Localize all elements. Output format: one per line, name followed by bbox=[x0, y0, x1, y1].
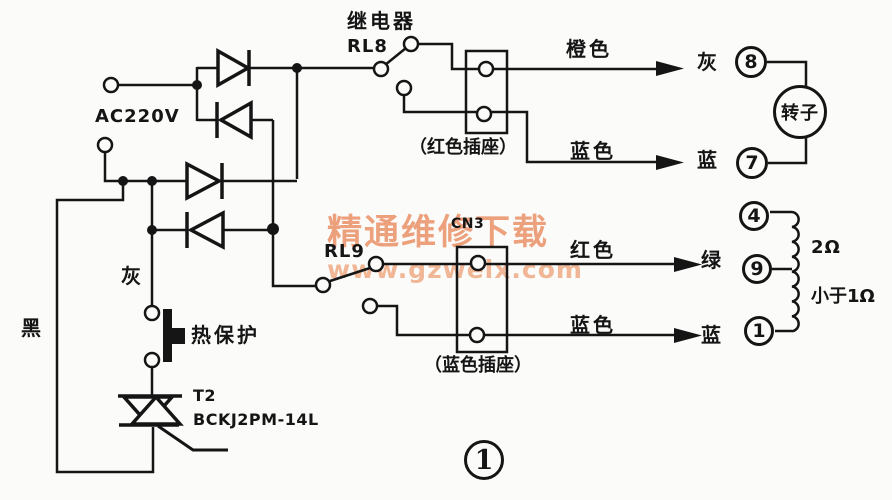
pin-8: 8 bbox=[735, 46, 767, 78]
triac-triangle-up bbox=[128, 394, 184, 426]
blue-terminal-bottom-label: 蓝 bbox=[701, 323, 724, 347]
black-wire-label: 黑 bbox=[21, 316, 44, 340]
rl8-upper-contact bbox=[402, 35, 420, 53]
pin-4: 4 bbox=[739, 201, 769, 231]
pin-7-number: 7 bbox=[745, 152, 759, 174]
socket-outlines bbox=[455, 49, 509, 354]
rotor-label: 转子 bbox=[781, 103, 819, 124]
thermal-terminal-bottom bbox=[143, 351, 161, 369]
wire-arrows bbox=[656, 61, 702, 343]
cn3-label: CN3 bbox=[451, 216, 485, 232]
triac-designator-label: T2 bbox=[193, 386, 217, 405]
wire-black-return bbox=[55, 181, 155, 474]
junction-dots bbox=[118, 63, 302, 235]
orange-wire-label: 橙色 bbox=[566, 37, 612, 61]
blue-socket-box bbox=[455, 245, 509, 354]
pin-4-number: 4 bbox=[747, 205, 761, 227]
pin-1-number: 1 bbox=[752, 320, 766, 342]
pin-1: 1 bbox=[744, 316, 774, 346]
triac-gate bbox=[157, 424, 228, 452]
rl8-switch-arm bbox=[384, 47, 407, 66]
ac-terminal-top bbox=[102, 76, 120, 94]
red-wire-label: 红色 bbox=[570, 238, 616, 262]
stator-coil bbox=[791, 210, 800, 333]
wire-rl8-no-contact bbox=[418, 42, 656, 71]
rl9-moving-contact bbox=[314, 276, 332, 294]
red-socket-box bbox=[464, 49, 509, 135]
thermal-terminal-top bbox=[143, 304, 161, 322]
pin-9: 9 bbox=[742, 254, 772, 284]
blue-socket-pin-bottom bbox=[468, 326, 486, 344]
junction-dot bbox=[147, 225, 157, 235]
contacts bbox=[96, 35, 495, 369]
red-socket-pin-bottom bbox=[475, 105, 493, 123]
junction-dot bbox=[292, 63, 302, 73]
rl8-lower-contact bbox=[395, 79, 413, 97]
rl9-switch-arm bbox=[329, 266, 371, 283]
thermal-contact-nub bbox=[172, 328, 185, 344]
wire-rl9-blue bbox=[377, 304, 674, 337]
gray-terminal-label: 灰 bbox=[697, 50, 720, 74]
junction-dot bbox=[267, 223, 279, 235]
blue-socket-label: （蓝色插座） bbox=[424, 355, 532, 376]
lower-resistance-label: 小于1Ω bbox=[811, 286, 875, 307]
triac-model-label: BCKJ2PM-14L bbox=[193, 410, 319, 429]
arrow-red bbox=[674, 257, 702, 272]
blue-wire-top-label: 蓝色 bbox=[570, 139, 616, 163]
rotor-symbol: 转子 bbox=[773, 85, 827, 139]
upper-resistance-label: 2Ω bbox=[811, 237, 841, 258]
rl9-lower-contact bbox=[361, 297, 379, 315]
arrow-blue-top bbox=[656, 155, 684, 170]
pin-8-number: 8 bbox=[744, 51, 758, 73]
rl9-label: RL9 bbox=[324, 241, 365, 262]
wire-rl8-nc-contact bbox=[402, 95, 656, 164]
wire-pin8-rotor bbox=[767, 60, 808, 87]
triac-symbol bbox=[118, 394, 228, 452]
pin-9-number: 9 bbox=[750, 258, 764, 280]
rl8-pivot-contact bbox=[372, 60, 390, 78]
red-socket-pin-top bbox=[477, 60, 495, 78]
watermark-text: 精通维修下载 bbox=[327, 213, 550, 253]
relay-title-label: 继电器 bbox=[347, 9, 416, 33]
junction-dot bbox=[147, 176, 157, 186]
arrow-orange bbox=[656, 61, 684, 76]
ac-terminal-bottom bbox=[96, 136, 114, 154]
thermal-bar bbox=[163, 309, 172, 362]
thermal-protector-symbol bbox=[163, 309, 185, 362]
pin-7: 7 bbox=[736, 147, 768, 179]
diodes bbox=[185, 47, 253, 250]
diode-d2 bbox=[217, 99, 253, 141]
figure-number-badge: 1 bbox=[464, 440, 504, 480]
junction-dot bbox=[118, 176, 128, 186]
blue-wire-bottom-label: 蓝色 bbox=[570, 313, 616, 337]
wire-pin7-rotor bbox=[768, 138, 808, 165]
arrow-blue-bottom bbox=[674, 328, 702, 343]
diode-d3 bbox=[185, 161, 223, 201]
rl8-label: RL8 bbox=[347, 36, 388, 57]
wire-to-rl9 bbox=[271, 120, 316, 288]
diode-d1 bbox=[216, 47, 252, 89]
diode-d4 bbox=[187, 210, 225, 250]
ac-voltage-label: AC220V bbox=[95, 106, 180, 127]
figure-number: 1 bbox=[474, 444, 494, 476]
rl9-pivot-contact bbox=[367, 255, 385, 273]
blue-terminal-top-label: 蓝 bbox=[697, 148, 720, 172]
wire-ac-bottom bbox=[103, 151, 186, 183]
blue-socket-pin-top bbox=[469, 254, 487, 272]
gray-wire-label: 灰 bbox=[121, 264, 144, 288]
green-terminal-label: 绿 bbox=[701, 248, 724, 272]
red-socket-label: （红色插座） bbox=[409, 137, 517, 158]
junction-dot bbox=[192, 80, 202, 90]
thermal-label: 热保护 bbox=[191, 323, 260, 347]
wires bbox=[55, 42, 808, 474]
